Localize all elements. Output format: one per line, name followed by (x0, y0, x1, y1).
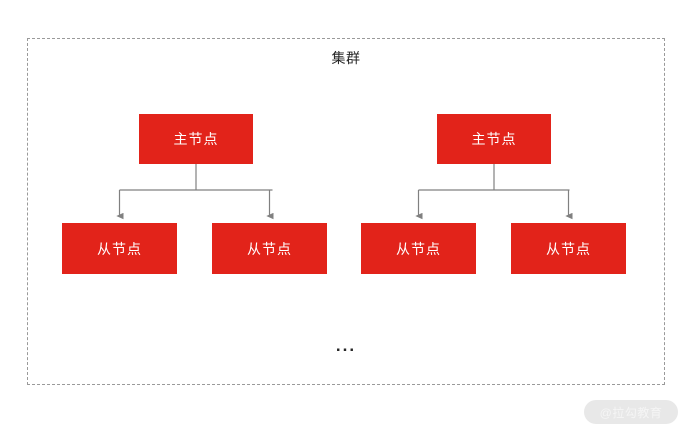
node-slave-3[interactable]: 从节点 (361, 223, 476, 274)
node-slave-1[interactable]: 从节点 (62, 223, 177, 274)
node-slave-2[interactable]: 从节点 (212, 223, 327, 274)
node-master-1[interactable]: 主节点 (139, 114, 253, 164)
more-nodes-ellipsis: ... (335, 336, 357, 355)
watermark: @拉勾教育 (584, 400, 678, 424)
cluster-boundary (27, 38, 665, 385)
node-master-2[interactable]: 主节点 (437, 114, 551, 164)
cluster-title: 集群 (331, 50, 361, 66)
node-slave-4[interactable]: 从节点 (511, 223, 626, 274)
